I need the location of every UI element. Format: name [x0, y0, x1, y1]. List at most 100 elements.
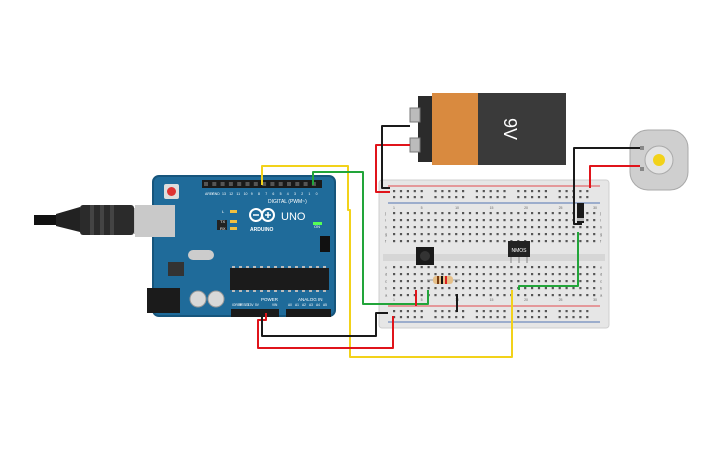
breadboard-hole[interactable] — [551, 273, 554, 276]
breadboard-hole[interactable] — [517, 233, 520, 236]
breadboard-hole[interactable] — [544, 280, 547, 283]
breadboard-hole[interactable] — [544, 219, 547, 222]
breadboard-hole[interactable] — [489, 196, 492, 199]
breadboard-hole[interactable] — [524, 190, 527, 193]
breadboard-hole[interactable] — [531, 287, 534, 290]
breadboard-hole[interactable] — [551, 280, 554, 283]
breadboard-hole[interactable] — [462, 273, 465, 276]
breadboard-hole[interactable] — [448, 233, 451, 236]
breadboard-hole[interactable] — [524, 273, 527, 276]
breadboard-hole[interactable] — [441, 196, 444, 199]
breadboard-hole[interactable] — [510, 226, 513, 229]
breadboard-hole[interactable] — [482, 310, 485, 313]
breadboard-hole[interactable] — [572, 233, 575, 236]
breadboard-hole[interactable] — [544, 294, 547, 297]
header-pin[interactable] — [262, 182, 267, 186]
breadboard-hole[interactable] — [413, 316, 416, 319]
breadboard-hole[interactable] — [586, 266, 589, 269]
breadboard-hole[interactable] — [455, 266, 458, 269]
breadboard-hole[interactable] — [399, 287, 403, 290]
breadboard-hole[interactable] — [475, 240, 478, 243]
breadboard-hole[interactable] — [593, 219, 596, 222]
breadboard-hole[interactable] — [475, 233, 478, 236]
breadboard-hole[interactable] — [496, 190, 499, 193]
breadboard-hole[interactable] — [565, 190, 568, 193]
breadboard-hole[interactable] — [503, 273, 506, 276]
breadboard-hole[interactable] — [579, 190, 582, 193]
breadboard-hole[interactable] — [441, 266, 444, 269]
breadboard-hole[interactable] — [537, 226, 541, 229]
breadboard-hole[interactable] — [558, 280, 561, 283]
breadboard-hole[interactable] — [586, 219, 589, 222]
breadboard-hole[interactable] — [399, 273, 403, 276]
breadboard-hole[interactable] — [441, 273, 444, 276]
breadboard-hole[interactable] — [406, 219, 409, 222]
breadboard-hole[interactable] — [544, 190, 547, 193]
breadboard-hole[interactable] — [579, 240, 582, 243]
breadboard-hole[interactable] — [503, 196, 506, 199]
breadboard-hole[interactable] — [565, 294, 568, 297]
breadboard-hole[interactable] — [462, 190, 465, 193]
breadboard-hole[interactable] — [489, 273, 492, 276]
breadboard-hole[interactable] — [496, 212, 499, 215]
breadboard-hole[interactable] — [462, 240, 465, 243]
breadboard-hole[interactable] — [544, 266, 547, 269]
breadboard-hole[interactable] — [593, 226, 596, 229]
breadboard-hole[interactable] — [558, 212, 561, 215]
breadboard-hole[interactable] — [586, 294, 589, 297]
wire-black-battery[interactable] — [381, 125, 410, 189]
breadboard-hole[interactable] — [434, 266, 437, 269]
header-pin[interactable] — [245, 182, 250, 186]
breadboard-hole[interactable] — [462, 287, 465, 290]
breadboard-hole[interactable] — [510, 219, 513, 222]
breadboard-hole[interactable] — [593, 266, 596, 269]
breadboard-hole[interactable] — [586, 310, 589, 313]
breadboard-hole[interactable] — [586, 233, 589, 236]
breadboard-hole[interactable] — [482, 294, 485, 297]
breadboard-hole[interactable] — [593, 280, 596, 283]
breadboard-hole[interactable] — [393, 226, 396, 229]
breadboard-hole[interactable] — [455, 233, 458, 236]
header-pin[interactable] — [287, 182, 291, 186]
breadboard-hole[interactable] — [524, 266, 527, 269]
breadboard-hole[interactable] — [551, 212, 554, 215]
breadboard-hole[interactable] — [434, 310, 437, 313]
breadboard-hole[interactable] — [524, 310, 527, 313]
breadboard-hole[interactable] — [448, 294, 451, 297]
breadboard-hole[interactable] — [413, 280, 416, 283]
breadboard-hole[interactable] — [434, 240, 437, 243]
breadboard-hole[interactable] — [393, 273, 396, 276]
header-pin[interactable] — [228, 182, 233, 186]
breadboard-hole[interactable] — [558, 226, 561, 229]
breadboard-hole[interactable] — [496, 273, 499, 276]
breadboard-hole[interactable] — [537, 294, 541, 297]
breadboard-hole[interactable] — [586, 240, 589, 243]
breadboard-hole[interactable] — [427, 226, 430, 229]
nmos-transistor[interactable]: NMOS — [508, 241, 530, 263]
breadboard-hole[interactable] — [393, 190, 396, 193]
breadboard-hole[interactable] — [406, 212, 409, 215]
breadboard-hole[interactable] — [441, 190, 444, 193]
breadboard-hole[interactable] — [496, 233, 499, 236]
breadboard-hole[interactable] — [441, 310, 444, 313]
breadboard-hole[interactable] — [524, 280, 527, 283]
breadboard-hole[interactable] — [434, 233, 437, 236]
breadboard-hole[interactable] — [544, 273, 547, 276]
breadboard-hole[interactable] — [565, 219, 568, 222]
breadboard-hole[interactable] — [393, 316, 396, 319]
breadboard-hole[interactable] — [489, 280, 492, 283]
breadboard-hole[interactable] — [537, 190, 541, 193]
breadboard-hole[interactable] — [503, 219, 506, 222]
breadboard-hole[interactable] — [531, 310, 534, 313]
breadboard-hole[interactable] — [558, 240, 561, 243]
breadboard-hole[interactable] — [544, 310, 547, 313]
breadboard-hole[interactable] — [393, 212, 396, 215]
breadboard-hole[interactable] — [468, 273, 472, 276]
breadboard-hole[interactable] — [565, 226, 568, 229]
breadboard-hole[interactable] — [420, 219, 423, 222]
breadboard-hole[interactable] — [517, 190, 520, 193]
breadboard-hole[interactable] — [441, 226, 444, 229]
breadboard-hole[interactable] — [441, 240, 444, 243]
breadboard-hole[interactable] — [544, 316, 547, 319]
breadboard-hole[interactable] — [413, 287, 416, 290]
